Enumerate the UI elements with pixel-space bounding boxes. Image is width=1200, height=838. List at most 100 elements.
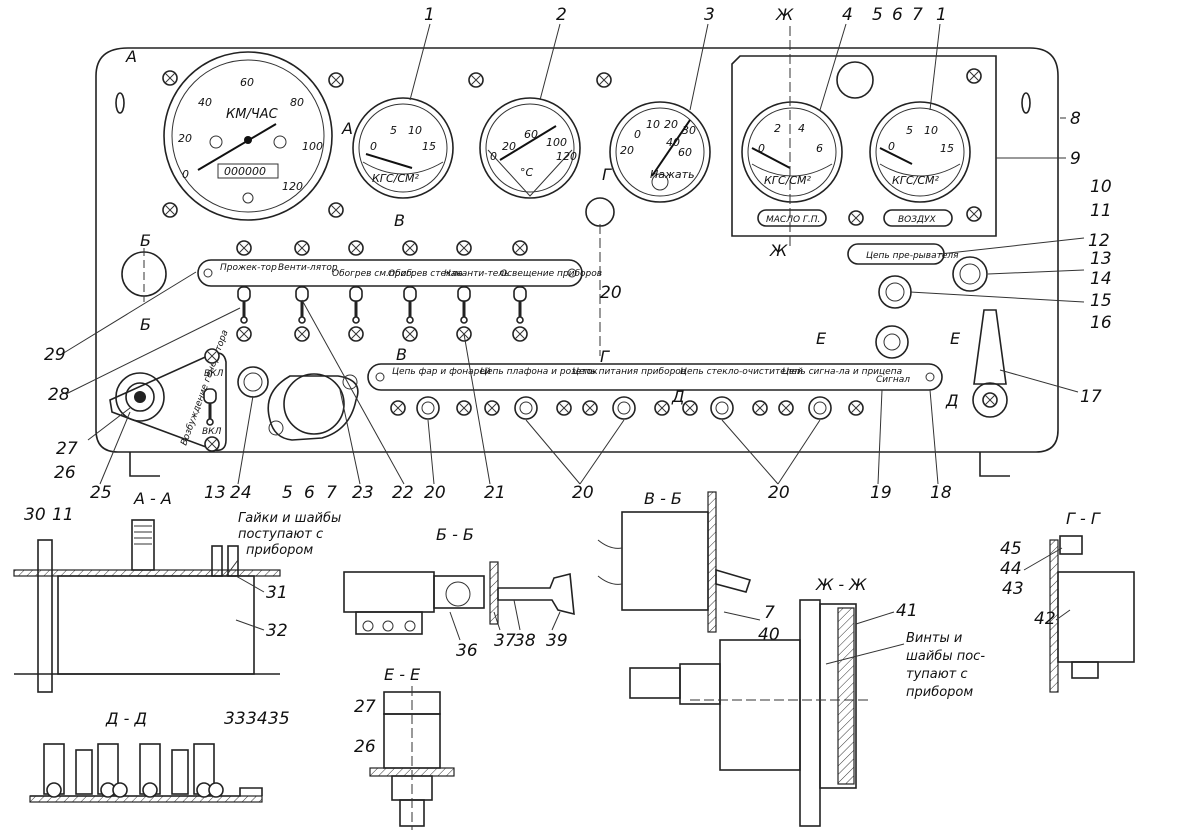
mount-screw xyxy=(162,202,178,218)
g3-tick: 60 xyxy=(678,146,692,159)
callout: 37 xyxy=(494,631,516,651)
ammeter-gauge: 0 10 20 30 40 60 20 Нажать xyxy=(609,101,711,203)
callout: 20 xyxy=(424,483,446,503)
speed-tick-40: 40 xyxy=(198,96,212,109)
toggle-switch[interactable] xyxy=(512,285,528,325)
section-b-b: Б - Б 36 37 38 39 xyxy=(343,525,575,661)
lever-handle xyxy=(972,309,1008,418)
toggle-switch[interactable] xyxy=(456,285,472,325)
g4-tick: 6 xyxy=(816,142,823,155)
switch-plate: Прожек-тор Венти-лятор Обогрев см.приб. … xyxy=(197,259,602,287)
fuse-label-instruments: Цепь питания приборов xyxy=(572,367,686,377)
section-d-d: Д - Д 33 34 35 xyxy=(29,709,290,803)
oil-pressure-gauge: 0 2 4 6 КГС/СМ² МАСЛО Г.П. xyxy=(741,101,843,227)
g2-unit: °С xyxy=(520,166,534,179)
callout: 19 xyxy=(870,483,892,503)
mount-screw xyxy=(328,202,344,218)
toggle-switch[interactable] xyxy=(236,285,252,325)
note-screws: Винты и xyxy=(906,631,962,646)
section-title: Ж - Ж xyxy=(815,575,867,594)
section-markers: А А Б Б В В Г Г Ж Ж Е Е Д Д xyxy=(125,5,961,410)
breaker-plate-label: Цепь пре-рывателя xyxy=(866,251,959,261)
toggle-switch[interactable] xyxy=(402,285,418,325)
callout: 39 xyxy=(546,631,568,651)
toggle-switch[interactable] xyxy=(294,285,310,325)
pressure-gauge-1: 0 5 10 15 КГС/СМ² xyxy=(352,97,454,199)
g2-tick: 60 xyxy=(524,128,538,141)
callout: 8 xyxy=(1070,109,1081,129)
speedometer-unit: КМ/ЧАС xyxy=(226,107,279,122)
callout: 11 xyxy=(52,505,74,525)
note-nuts: поступают с xyxy=(238,527,323,542)
oval-cover-plate xyxy=(267,373,359,441)
section-title: Е - Е xyxy=(384,665,421,684)
g3-tick: 10 xyxy=(646,118,660,131)
note-nuts: прибором xyxy=(246,543,313,558)
callout: 30 xyxy=(24,505,46,525)
g2-tick: 0 xyxy=(490,150,497,163)
switch-label-instr-heat: Обогрев см.приб. xyxy=(332,269,415,279)
callout: 7 xyxy=(764,603,775,623)
callout: 17 xyxy=(1080,387,1102,407)
g3-tick: 40 xyxy=(666,136,680,149)
callout: 6 xyxy=(304,483,315,503)
callout: 3 xyxy=(704,5,715,25)
g5-tick: 10 xyxy=(924,124,938,137)
callout: 13 xyxy=(1090,249,1112,269)
air-pressure-gauge: 0 5 10 15 КГС/СМ² ВОЗДУХ xyxy=(869,101,971,227)
generator-off-label: ВКЛ xyxy=(202,427,222,437)
callout: 18 xyxy=(930,483,952,503)
switch-label-heater: Наканти-тель xyxy=(444,269,509,279)
speed-tick-0: 0 xyxy=(182,168,189,181)
g1-tick: 5 xyxy=(390,124,397,137)
section-zh-zh: Ж - Ж 41 Винты и шайбы пос- тупают с при… xyxy=(629,575,985,827)
callout: 36 xyxy=(456,641,478,661)
g1-tick: 10 xyxy=(408,124,422,137)
callout: 7 xyxy=(326,483,337,503)
speed-tick-80: 80 xyxy=(290,96,304,109)
callout: 40 xyxy=(758,625,780,645)
section-mark: Ж xyxy=(769,241,788,260)
toggle-switch[interactable] xyxy=(348,285,364,325)
leader-lines xyxy=(61,23,1085,485)
callout: 41 xyxy=(896,601,918,621)
callout: 4 xyxy=(842,5,853,25)
callout: 9 xyxy=(1070,149,1081,169)
callout: 20 xyxy=(768,483,790,503)
g1-tick: 15 xyxy=(422,140,436,153)
callout: 13 xyxy=(204,483,226,503)
section-mark: В xyxy=(396,345,407,364)
mount-screw xyxy=(162,70,178,86)
callout: 11 xyxy=(1090,201,1112,221)
section-title: В - Б xyxy=(644,489,682,508)
callout: 31 xyxy=(266,583,288,603)
callout: 22 xyxy=(392,483,414,503)
note-screws: прибором xyxy=(906,685,973,700)
fuse-plate: Цепь фар и фонарей Цепь плафона и розето… xyxy=(367,363,943,391)
section-a-a: А - А 30 11 Гайки и шайбы поступают с пр… xyxy=(13,489,341,693)
callout: 15 xyxy=(1090,291,1112,311)
callout: 38 xyxy=(514,631,536,651)
callout: 5 xyxy=(282,483,293,503)
section-mark: А xyxy=(125,47,137,66)
note-screws: шайбы пос- xyxy=(906,649,985,664)
callout-numbers: 1 2 3 4 5 6 7 1 8 9 10 11 12 13 14 15 16… xyxy=(44,5,1112,503)
speed-tick-20: 20 xyxy=(178,132,192,145)
callout: 5 xyxy=(872,5,883,25)
fuse-label-horn: Сигнал xyxy=(876,375,910,385)
callout: 21 xyxy=(484,483,506,503)
callout: 14 xyxy=(1090,269,1112,289)
lamp-socket xyxy=(237,366,269,398)
section-g-g: Г - Г 42 43 44 45 xyxy=(1000,509,1135,693)
switch-label-instr-light: Освещение приборов xyxy=(500,269,602,279)
callout: 1 xyxy=(424,5,435,25)
section-mark: Б xyxy=(140,231,151,250)
callout: 27 xyxy=(56,439,78,459)
g4-tick: 0 xyxy=(758,142,765,155)
generator-toggle[interactable] xyxy=(202,387,218,427)
generator-on-label: ВКЛ xyxy=(204,369,224,379)
callout: 27 xyxy=(354,697,376,717)
fuse-label-socket: Цепь плафона и розеток xyxy=(480,367,598,377)
section-mark: Д xyxy=(945,391,959,410)
